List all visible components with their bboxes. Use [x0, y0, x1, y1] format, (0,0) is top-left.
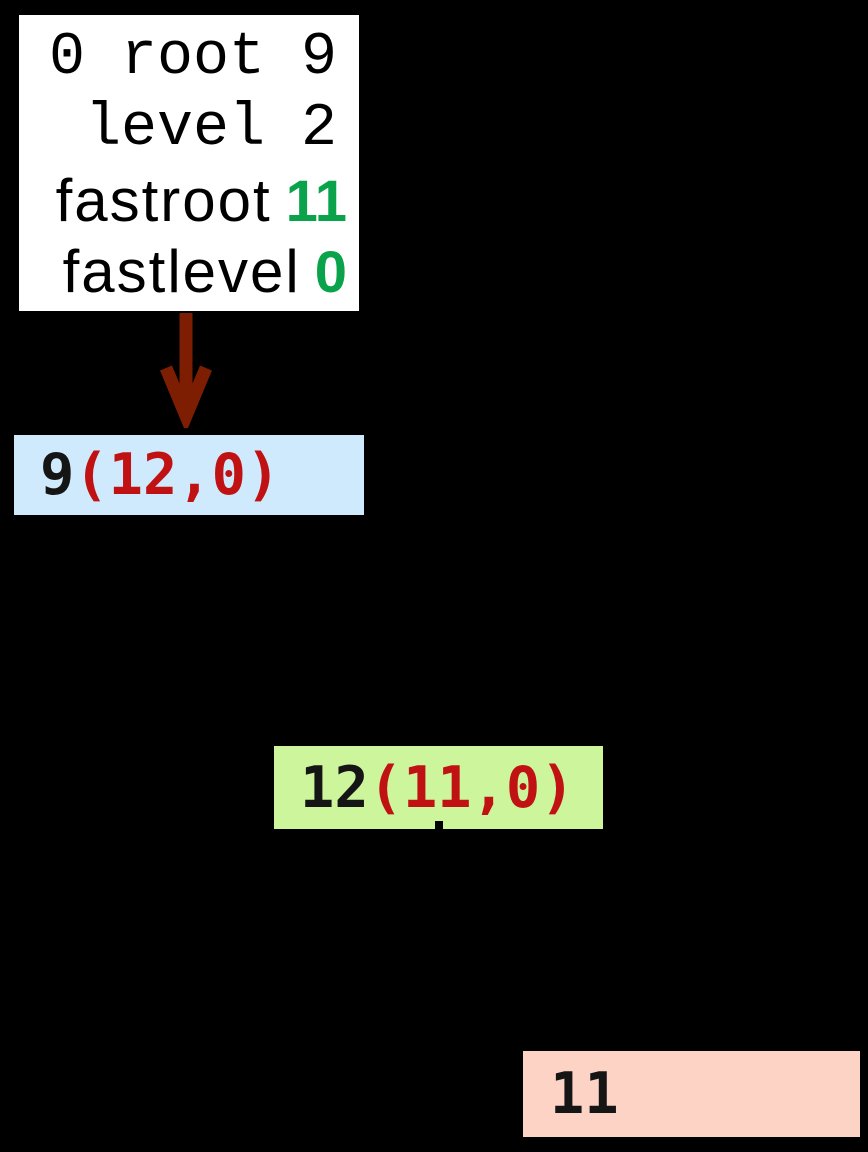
tree-edge-stub	[435, 821, 443, 829]
down-arrow-icon	[160, 313, 212, 428]
down-arrow-head	[160, 365, 212, 428]
node-id: 12	[300, 754, 369, 821]
fastroot-label: fastroot	[55, 167, 272, 234]
node-id: 9	[40, 442, 75, 508]
fastroot-value: 11	[285, 169, 347, 234]
node-11: 11	[523, 1051, 860, 1137]
root-line: 0 root 9	[48, 24, 337, 92]
fastlevel-label: fastlevel	[62, 238, 301, 305]
fastlevel-value: 0	[314, 240, 347, 305]
node-id: 11	[550, 1061, 619, 1127]
node-12: 12(11,0)	[274, 746, 603, 829]
node-9: 9(12,0)	[14, 435, 364, 515]
level-line: level 2	[84, 95, 337, 163]
node-annotation: (12,0)	[74, 442, 281, 508]
node-annotation: (11,0)	[368, 754, 575, 821]
